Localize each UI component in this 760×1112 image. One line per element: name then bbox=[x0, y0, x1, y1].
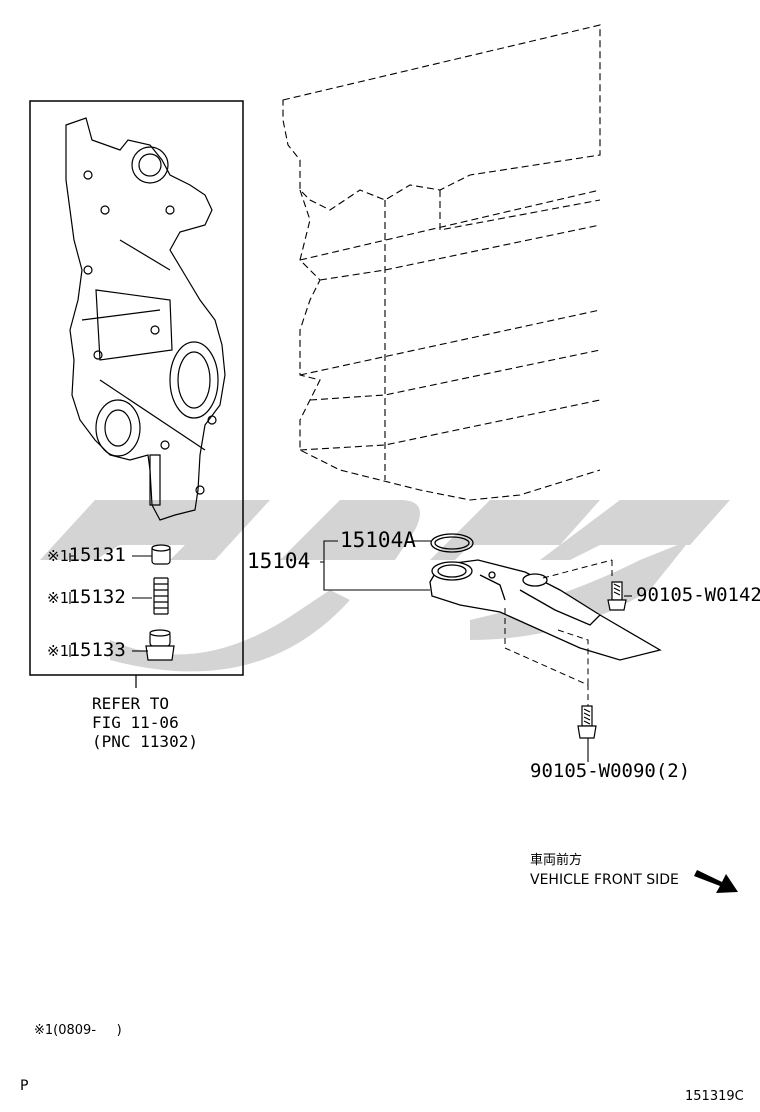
part-15133-plug-drawing bbox=[145, 629, 175, 661]
assembly-dashed-lines bbox=[504, 559, 613, 706]
reference-line-2: FIG 11-06 bbox=[92, 713, 179, 732]
part-15131-drawing bbox=[151, 544, 171, 565]
bolt-90105-W0090-drawing bbox=[577, 705, 597, 739]
part-label-15104: 15104 bbox=[247, 549, 311, 573]
timing-chain-cover-drawing bbox=[65, 117, 226, 521]
part-15132-spring-drawing bbox=[153, 577, 169, 615]
oil-strainer-15104-drawing bbox=[429, 559, 662, 661]
engine-block-phantom-drawing bbox=[282, 24, 601, 501]
reference-line-3: (PNC 11302) bbox=[92, 732, 198, 751]
part-label-90105-W0142: 90105-W0142 bbox=[636, 584, 760, 606]
part-label-15133: ※115133 bbox=[47, 639, 126, 661]
part-label-15131: ※115131 bbox=[47, 544, 126, 566]
figure-code: 151319C bbox=[685, 1089, 744, 1104]
direction-label-en: VEHICLE FRONT SIDE bbox=[530, 872, 679, 888]
part-label-90105-W0090: 90105-W0090(2) bbox=[530, 760, 691, 782]
bolt-90105-W0142-drawing bbox=[607, 581, 627, 611]
part-label-15132: ※115132 bbox=[47, 586, 126, 608]
footnote: ※1(0809- ) bbox=[34, 1023, 122, 1038]
reference-line-1: REFER TO bbox=[92, 694, 170, 713]
direction-label-jp: 車両前方 bbox=[530, 853, 583, 868]
leader-lines bbox=[69, 540, 632, 762]
front-direction-arrow-icon bbox=[694, 870, 738, 893]
reference-note: REFER TO FIG 11-06 (PNC 11302) bbox=[92, 694, 198, 751]
oring-15104A-drawing bbox=[430, 533, 474, 553]
part-label-15104A: 15104A bbox=[340, 528, 416, 552]
corner-letter: P bbox=[20, 1078, 29, 1094]
